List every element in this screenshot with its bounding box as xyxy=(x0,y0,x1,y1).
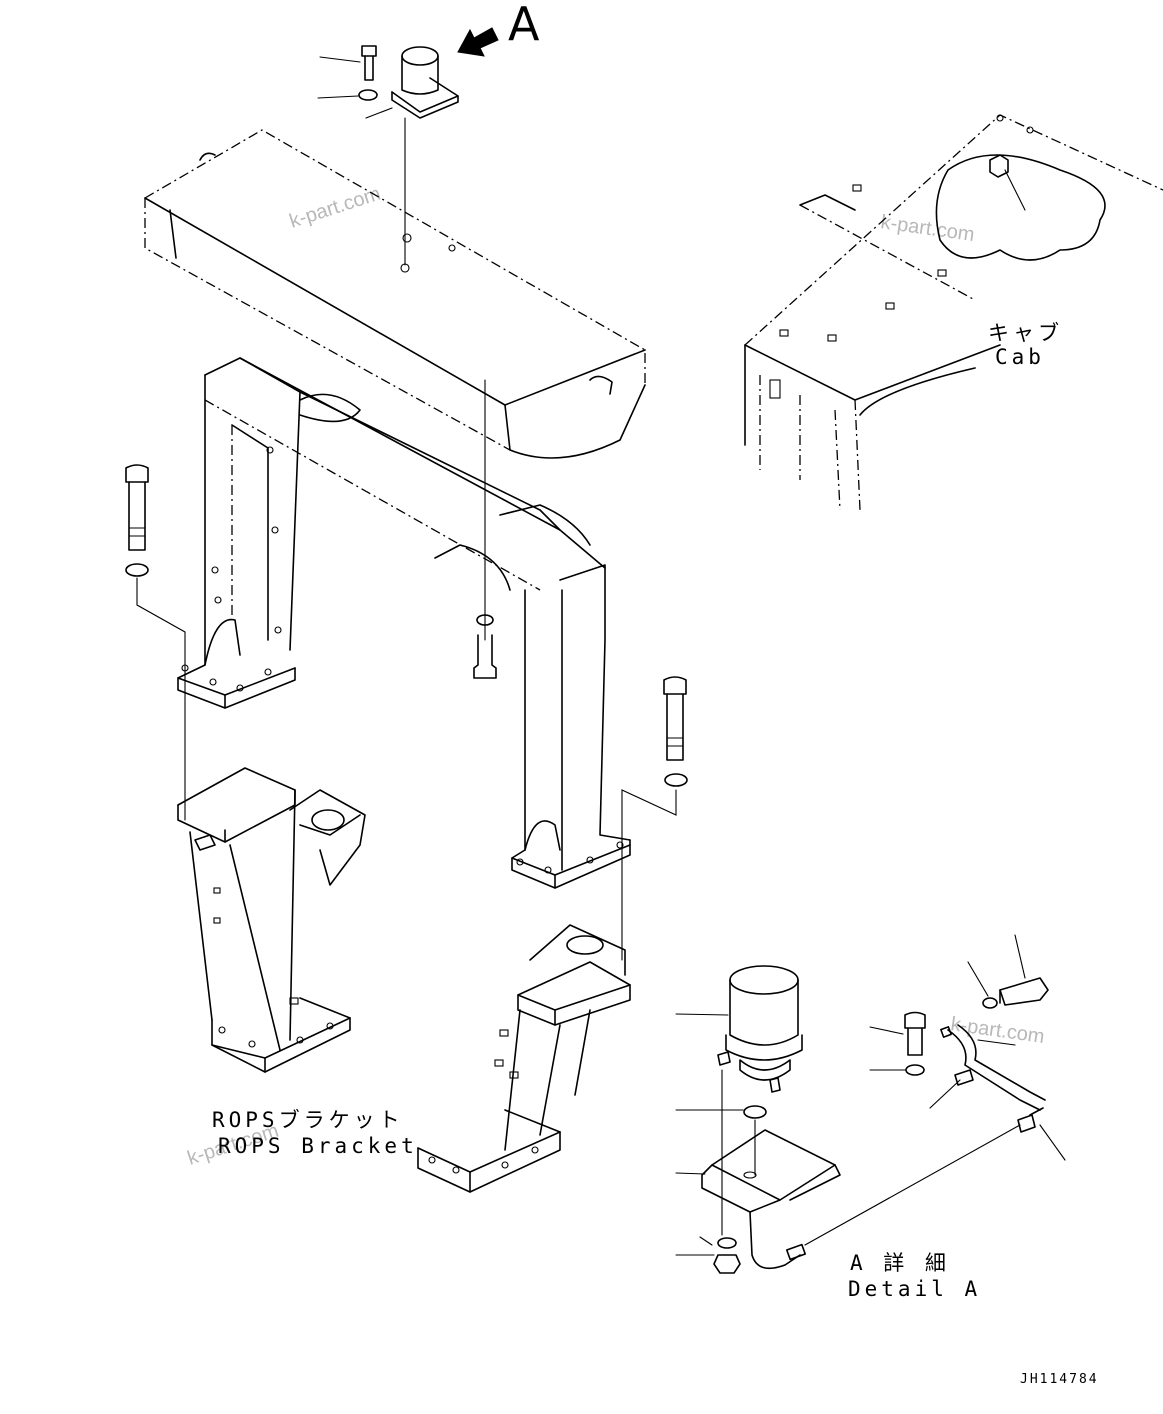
right-rops-bracket xyxy=(417,924,631,1193)
right-bolt-assembly xyxy=(621,676,688,961)
detail-a-beacon xyxy=(675,965,1021,1274)
cab-outline xyxy=(744,114,1163,511)
arrow-label-a: A xyxy=(508,0,540,51)
rops-label-en: ROPS Bracket xyxy=(218,1134,418,1158)
rops-top-beam xyxy=(144,129,646,459)
drawing-code: JH114784 xyxy=(1020,1372,1099,1387)
rops-label-jp: ROPSブラケット xyxy=(212,1108,404,1132)
detail-a-bracket-bolts xyxy=(869,934,1066,1161)
left-bolt-assembly xyxy=(125,464,186,821)
detail-label-jp: A 詳 細 xyxy=(850,1251,950,1275)
view-arrow-a: A xyxy=(457,0,540,57)
watermark-2: k-part.com xyxy=(879,211,976,246)
top-beacon-assembly xyxy=(317,45,459,266)
center-bolt-assembly xyxy=(473,379,497,679)
rops-frame xyxy=(177,357,631,889)
cab-label-jp: キャブ xyxy=(988,321,1063,345)
detail-label-en: Detail A xyxy=(848,1277,981,1301)
left-rops-bracket xyxy=(177,767,366,1073)
watermark-1: k-part.com xyxy=(287,183,384,233)
cab-label-en: Cab xyxy=(995,345,1045,369)
